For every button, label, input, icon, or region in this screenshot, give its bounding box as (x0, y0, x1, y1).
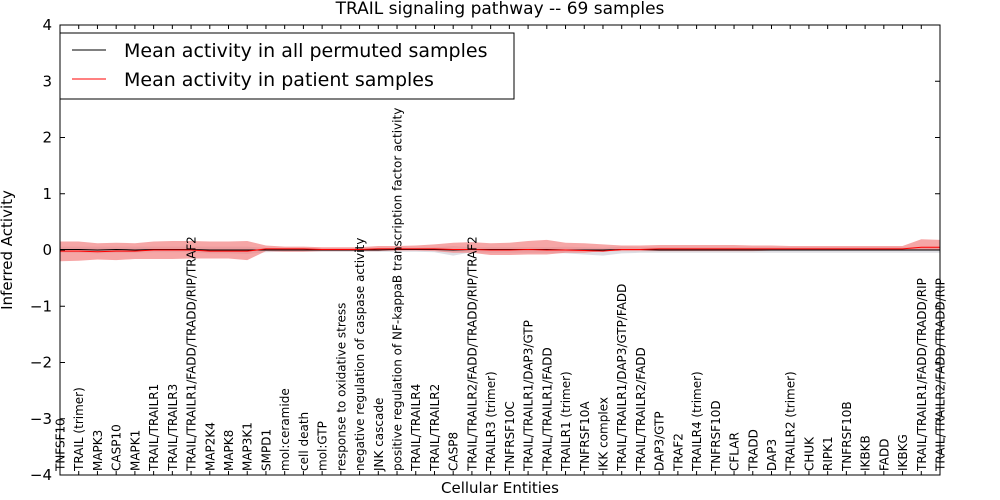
category-label: MAPK3 (91, 430, 105, 471)
y-tick-label: −3 (30, 410, 52, 428)
category-label: RIPK1 (821, 436, 835, 471)
category-label: positive regulation of NF-kappaB transcr… (391, 108, 405, 471)
patient-mean-line (60, 246, 940, 253)
category-label: FADD (877, 439, 891, 472)
y-tick-label: −4 (30, 466, 52, 484)
category-label: TRAIL/TRAILR4 (409, 384, 423, 472)
x-axis-title: Cellular Entities (441, 479, 559, 497)
category-label: cell death (297, 412, 311, 471)
category-label: TRAIL/TRAILR1/DAP3/GTP/FADD (615, 284, 629, 472)
category-label: IKK complex (596, 397, 610, 471)
category-label: TRADD (746, 429, 760, 472)
y-tick-label: 4 (42, 16, 52, 34)
category-label: CASP8 (447, 432, 461, 471)
y-axis-title: Inferred Activity (0, 190, 16, 310)
chart-title: TRAIL signaling pathway -- 69 samples (335, 0, 665, 19)
category-label: CFLAR (728, 432, 742, 471)
category-label: TNFRSF10A (578, 401, 592, 472)
category-label: TRAIL/TRAILR1/FADD (540, 347, 554, 472)
y-tick-label: 1 (42, 185, 52, 203)
y-tick-label: 3 (42, 72, 52, 90)
y-tick-label: −1 (30, 297, 52, 315)
series-lines (60, 246, 940, 253)
legend: Mean activity in all permuted samples Me… (59, 32, 515, 100)
category-label: TRAILR1 (trimer) (559, 371, 573, 472)
category-label: CHUK (802, 436, 816, 471)
category-label: response to oxidative stress (334, 303, 348, 471)
y-tick-label: 2 (42, 129, 52, 147)
legend-label-patient: Mean activity in patient samples (124, 69, 434, 91)
category-label: TRAILR2 (trimer) (784, 371, 798, 472)
category-label: MAP3K1 (241, 422, 255, 471)
category-label: TRAIL/TRAILR1/DAP3/GTP (522, 320, 536, 472)
plot-frame (59, 24, 941, 476)
category-label: DAP3 (765, 439, 779, 471)
category-label: TRAILR3 (trimer) (484, 371, 498, 472)
y-axis-ticks: −4 −3 −2 −1 0 1 2 3 4 (30, 16, 940, 484)
category-label: TRAIL/TRAILR2/FADD/TRADD/RIP/TRAF2 (465, 236, 479, 472)
category-label: DAP3/GTP (653, 411, 667, 471)
category-label: CASP10 (110, 424, 124, 471)
x-axis-ticks (59, 25, 941, 475)
y-tick-label: 0 (42, 241, 52, 259)
category-label: MAP2K4 (203, 422, 217, 471)
category-label: TRAIL/TRAILR1/FADD/TRADD/RIP/TRAF2 (185, 236, 199, 472)
category-label: SMPD1 (259, 429, 273, 471)
category-label: TRAIL/TRAILR3 (166, 384, 180, 472)
category-label: TRAIL/TRAILR1/FADD/TRADD/RIP (915, 278, 929, 472)
category-label: TNFRSF10D (709, 400, 723, 472)
category-label: TNFRSF10C (503, 401, 517, 472)
category-label: TRAF2 (671, 433, 685, 472)
category-label: mol:GTP (316, 421, 330, 471)
category-label: IKBKG (896, 434, 910, 471)
category-label: TNFRSF10B (840, 401, 854, 472)
category-label: negative regulation of caspase activity (353, 238, 367, 471)
legend-label-permuted: Mean activity in all permuted samples (124, 40, 487, 62)
category-label: mol:ceramide (278, 388, 292, 471)
category-label: TRAIL/TRAILR2/FADD (634, 347, 648, 472)
category-label: JNK cascade (372, 398, 386, 472)
legend-box (59, 32, 515, 100)
category-label: TRAIL/TRAILR2 (428, 384, 442, 472)
y-tick-label: −2 (30, 354, 52, 372)
category-label: MAPK8 (222, 430, 236, 471)
category-label: IKBKB (859, 435, 873, 471)
category-label: TRAILR4 (trimer) (690, 371, 704, 472)
category-label: MAPK1 (128, 430, 142, 471)
category-label: TRAIL (trimer) (72, 387, 86, 472)
permuted-mean-line (60, 248, 940, 251)
category-label: TRAIL/TRAILR1 (147, 384, 161, 472)
